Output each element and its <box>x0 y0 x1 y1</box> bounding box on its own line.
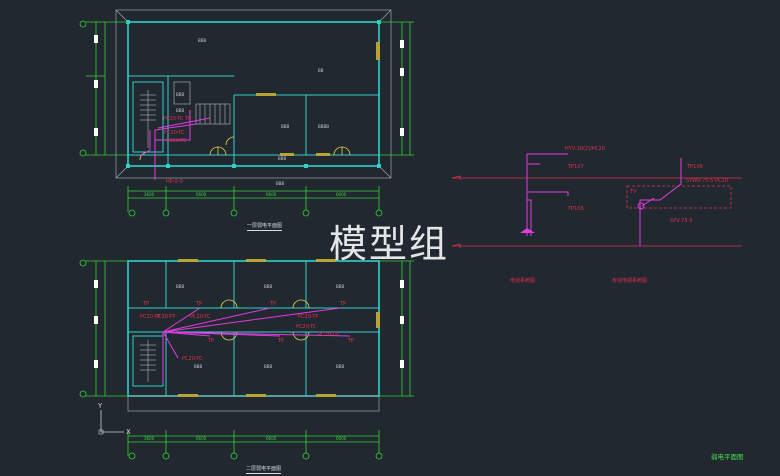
sheet-title: 弱电平面图 <box>711 453 744 461</box>
ucs-y-label: Y <box>97 402 103 410</box>
svg-text:3600: 3600 <box>144 436 155 441</box>
tv-conduit-label: SYWV-75-5 PC20 <box>686 178 728 184</box>
svg-text:PC20-TC: PC20-TC <box>190 314 211 320</box>
svg-text:6600: 6600 <box>336 192 347 197</box>
svg-text:6600: 6600 <box>266 192 277 197</box>
svg-text:BBB: BBB <box>278 156 286 161</box>
tv-outlet-label: TP1X6 <box>686 164 703 170</box>
svg-text:TP: TP <box>207 338 214 344</box>
upper-floor-dimensions: 3600 6600 6600 6600 <box>79 259 414 460</box>
tv-riser: TV TP1X6 SYWV-75-5 PC20 SYV-75-5 <box>626 158 732 246</box>
ground-floor-plan: BBB BB BBB BBBB BBB BBB BBB BBB PC20-TC … <box>79 9 414 217</box>
svg-text:BBBB: BBBB <box>318 124 329 129</box>
svg-text:6600: 6600 <box>196 192 207 197</box>
phone-outlet-label-2: TP1X6 <box>567 206 584 212</box>
svg-text:BBB: BBB <box>176 92 184 97</box>
tv-box-label: TV <box>629 189 637 195</box>
ucs-axis-icon: Y X <box>97 402 131 436</box>
svg-text:TP: TP <box>269 301 276 307</box>
phone-system-legend: 电话系统图 <box>510 278 536 284</box>
svg-text:TP: TP <box>347 338 354 344</box>
svg-text:TP: TP <box>184 116 191 122</box>
upper-floor-plan: BBB BBB BBB BBB BBB BBB PC20-TP PC20-TP … <box>79 259 414 460</box>
svg-text:BBB: BBB <box>264 364 272 369</box>
watermark: 模型组 <box>329 222 450 266</box>
ground-floor-dimensions: 3600 6600 6600 6600 <box>79 20 414 217</box>
svg-text:HP-0-0: HP-0-0 <box>166 179 183 185</box>
upper-floor-plan-title: 二层弱电平面图 <box>246 466 282 472</box>
svg-text:PC20-TP: PC20-TP <box>298 314 318 320</box>
svg-text:BB: BB <box>318 68 324 73</box>
svg-text:3600: 3600 <box>144 192 155 197</box>
upper-floor-cables: PC20-TP PC20-TP PC20-TC PC20-TP PC20-TC … <box>140 301 354 383</box>
ucs-x-label: X <box>126 428 131 436</box>
tv-line-label: SYV-75-5 <box>670 218 693 224</box>
ground-floor-cables: PC20-TC PC20-TC PC20-TC TP HP-0-0 <box>139 110 211 185</box>
svg-text:PC20-TC: PC20-TC <box>296 324 317 330</box>
phone-cable-label: HYV-10(2)/PC20 <box>565 146 605 152</box>
svg-text:6600: 6600 <box>336 436 347 441</box>
svg-text:TP: TP <box>142 301 149 307</box>
svg-text:PC20-TC: PC20-TC <box>163 116 184 122</box>
tv-system-legend: 有线电视系统图 <box>612 278 648 284</box>
svg-text:TP: TP <box>277 338 284 344</box>
phone-riser: HYV-10(2)/PC20 TP1X7 TP1X6 <box>520 146 605 236</box>
riser-diagrams: HYV-10(2)/PC20 TP1X7 TP1X6 TV TP1X6 SYWV… <box>451 146 742 248</box>
svg-text:PC20-TC: PC20-TC <box>164 130 185 136</box>
svg-text:BBB: BBB <box>276 181 284 186</box>
svg-text:PC20-TP: PC20-TP <box>318 332 338 338</box>
svg-text:BBB: BBB <box>176 284 184 289</box>
svg-text:BBB: BBB <box>198 38 206 43</box>
svg-text:PC20-TC: PC20-TC <box>182 356 203 362</box>
svg-text:BBB: BBB <box>264 284 272 289</box>
tv-amplifier-box <box>626 185 732 209</box>
svg-text:6600: 6600 <box>266 436 277 441</box>
svg-text:TP: TP <box>339 301 346 307</box>
svg-text:BBB: BBB <box>194 364 202 369</box>
svg-text:BBB: BBB <box>281 124 289 129</box>
phone-outlet-label: TP1X7 <box>567 164 584 170</box>
exterior-walls <box>127 21 380 167</box>
svg-text:TP: TP <box>195 301 202 307</box>
svg-text:6600: 6600 <box>196 436 207 441</box>
svg-text:PC20-TC: PC20-TC <box>166 138 187 144</box>
svg-text:PC20-TP: PC20-TP <box>155 314 175 320</box>
svg-text:BBB: BBB <box>336 364 344 369</box>
svg-text:BBB: BBB <box>176 108 184 113</box>
svg-text:PC20-TP: PC20-TP <box>140 314 160 320</box>
svg-text:BBB: BBB <box>336 284 344 289</box>
roof-outline <box>115 9 392 179</box>
ground-floor-plan-title: 一层弱电平面图 <box>247 223 283 229</box>
